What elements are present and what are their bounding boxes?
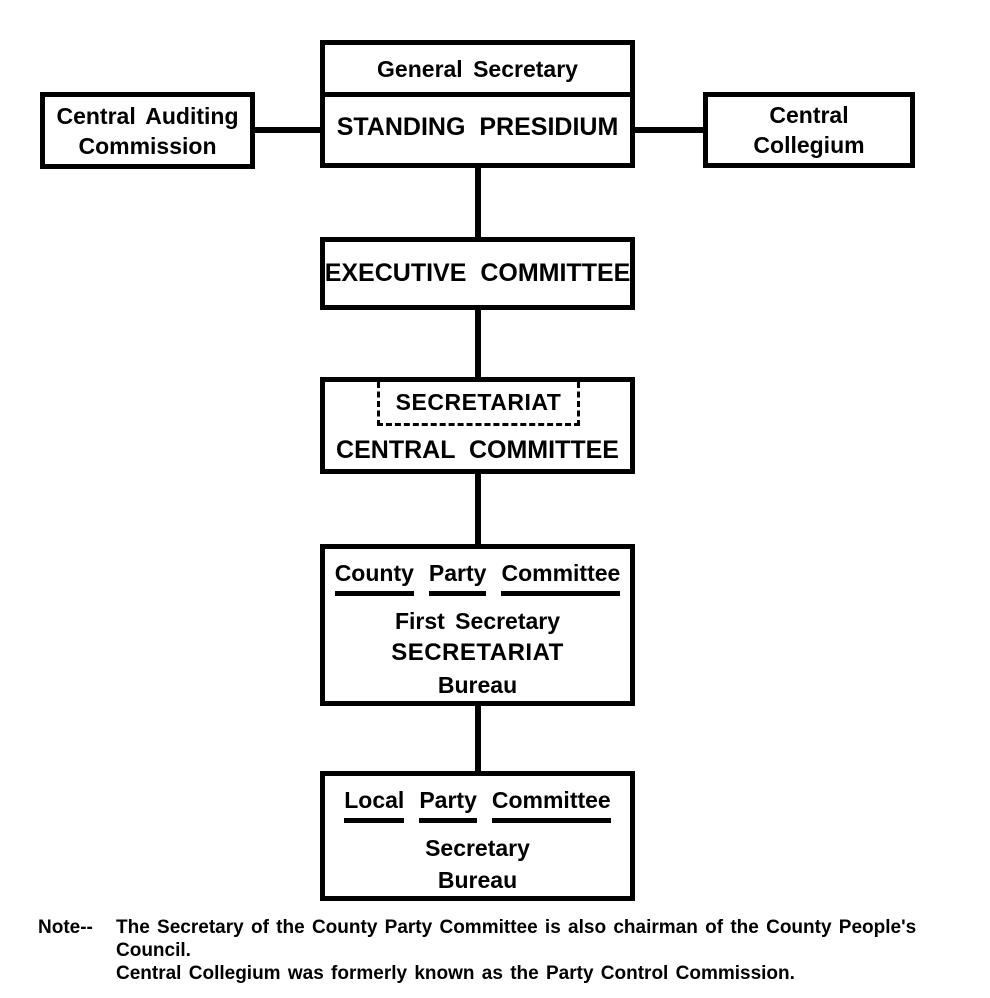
secretariat-label: SECRETARIAT: [395, 389, 562, 415]
county-first-secretary-label: First Secretary: [394, 608, 561, 634]
node-central-collegium: Central Collegium: [703, 92, 915, 168]
connector-executive-central-committee: [475, 308, 481, 378]
standing-presidium-cell: STANDING PRESIDIUM: [325, 97, 630, 158]
footnote-line-3: Central Collegium was formerly known as …: [116, 963, 795, 984]
node-county-party-committee: County Party Committee First Secretary S…: [320, 544, 635, 706]
node-executive-committee: EXECUTIVE COMMITTEE: [320, 237, 635, 310]
footnote: Note-- The Secretary of the County Party…: [38, 916, 968, 985]
central-collegium-label-line2: Collegium: [753, 132, 865, 158]
footnote-line-1: The Secretary of the County Party Commit…: [116, 917, 917, 938]
general-secretary-cell: General Secretary: [325, 45, 630, 97]
county-title-word-3: Committee: [501, 560, 621, 596]
executive-committee-label: EXECUTIVE COMMITTEE: [324, 259, 631, 287]
connector-presidium-collegium: [633, 127, 703, 133]
connector-county-local: [475, 704, 481, 772]
county-title-row: County Party Committee: [325, 560, 630, 596]
local-title-word-2: Party: [419, 787, 477, 823]
footnote-label: Note--: [38, 917, 93, 938]
local-bureau-label: Bureau: [437, 867, 518, 893]
connector-central-committee-county: [475, 472, 481, 545]
local-title-row: Local Party Committee: [325, 787, 630, 823]
county-title-word-2: Party: [428, 560, 487, 596]
central-auditing-label-line1: Central Auditing: [56, 102, 239, 129]
county-title-word-1: County: [334, 560, 414, 596]
general-secretary-label: General Secretary: [377, 55, 578, 82]
connector-presidium-executive: [475, 166, 481, 238]
connector-auditing-presidium: [253, 127, 320, 133]
central-committee-label: CENTRAL COMMITTEE: [336, 436, 619, 464]
local-secretary-label: Secretary: [425, 835, 530, 861]
county-secretariat-label: SECRETARIAT: [391, 639, 564, 666]
standing-presidium-label: STANDING PRESIDIUM: [336, 113, 619, 141]
local-title-word-1: Local: [344, 787, 405, 823]
node-central-auditing-commission: Central Auditing Commission: [40, 92, 255, 169]
node-standing-presidium: General Secretary STANDING PRESIDIUM: [320, 40, 635, 168]
county-bureau-label: Bureau: [437, 672, 518, 698]
central-auditing-label-line2: Commission: [78, 132, 217, 159]
node-central-committee: SECRETARIAT CENTRAL COMMITTEE: [320, 377, 635, 474]
footnote-body: The Secretary of the County Party Commit…: [116, 916, 968, 985]
secretariat-dashed-box: SECRETARIAT: [377, 382, 580, 426]
footnote-line-2: Council.: [116, 940, 191, 961]
central-collegium-label-line1: Central: [769, 102, 849, 128]
local-title-word-3: Committee: [491, 787, 611, 823]
node-local-party-committee: Local Party Committee Secretary Bureau: [320, 771, 635, 901]
